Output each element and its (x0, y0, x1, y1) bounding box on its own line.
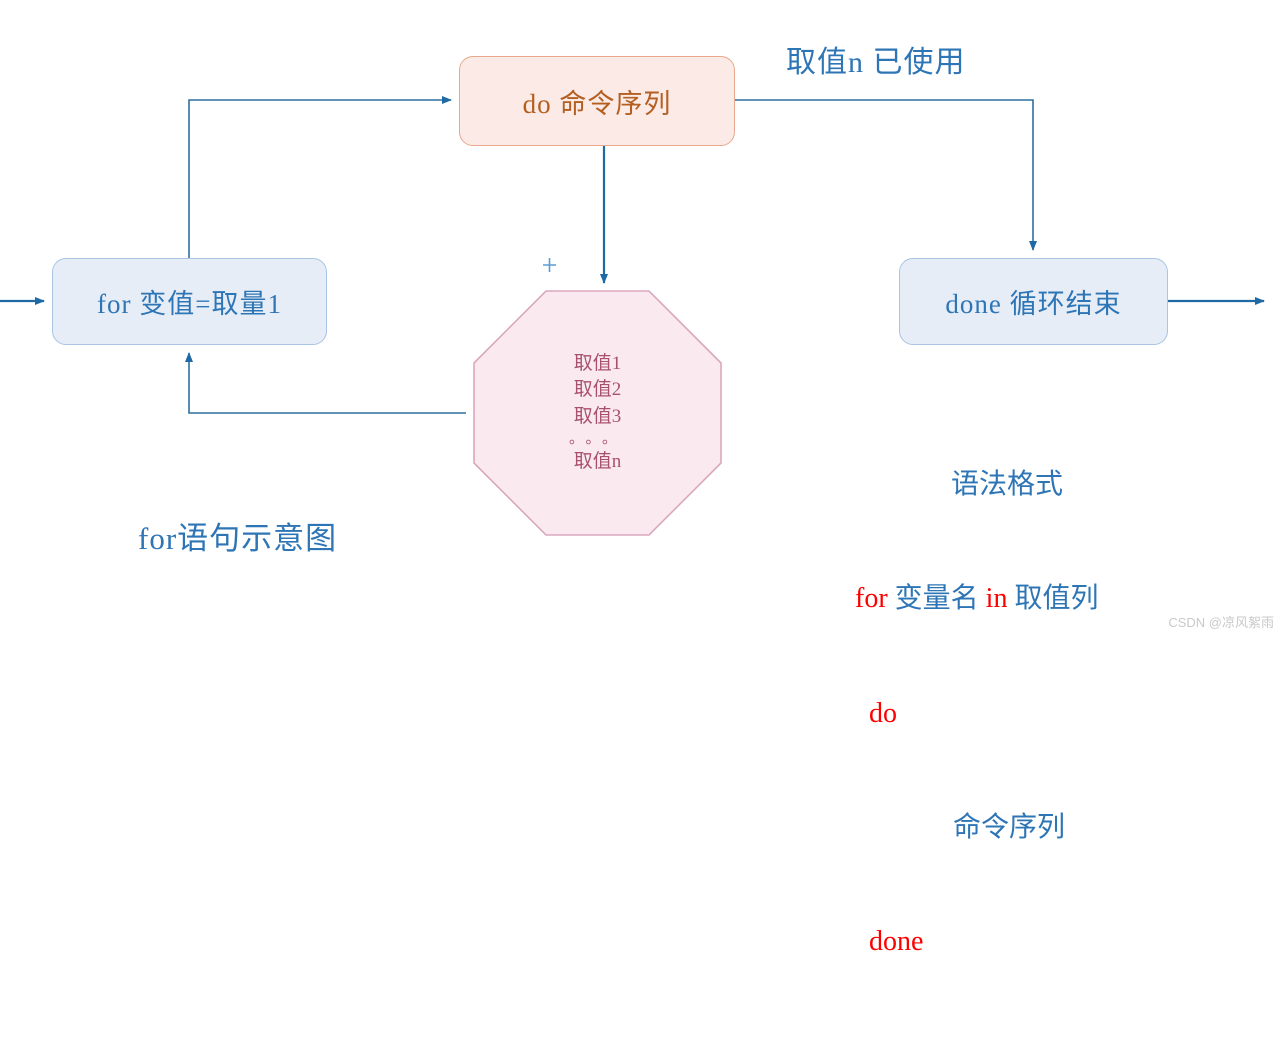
value-ellipsis: 。。。 (568, 430, 626, 447)
node-do-commands[interactable]: do 命令序列 (459, 56, 735, 146)
octagon-shape-icon (473, 290, 722, 536)
connector-for-to-do (188, 96, 452, 258)
diagram-canvas: 取值1 取值2 取值3 。。。 取值n for 变值=取量1 do 命令序列 d… (0, 46, 1274, 957)
node-done-loop-end[interactable]: done 循环结束 (899, 258, 1168, 345)
diagram-title: for语句示意图 (138, 521, 338, 556)
value-list-octagon: 取值1 取值2 取值3 。。。 取值n (473, 290, 722, 536)
syntax-keyword-for: for (855, 583, 888, 615)
syntax-keyword-do: do (869, 697, 897, 729)
connector-valuelist-to-for (185, 352, 466, 414)
node-for-label: for 变值=取量1 (97, 289, 282, 319)
syntax-commands: 命令序列 (953, 811, 1066, 843)
node-do-label: do 命令序列 (522, 88, 672, 119)
syntax-keyword-done: done (869, 926, 924, 958)
syntax-line-for: for 变量名 in 取值列 (855, 580, 1235, 618)
branch-label-values-used: 取值n 已使用 (786, 46, 966, 79)
value-item-3: 取值3 (573, 405, 622, 427)
syntax-keyword-in: in (985, 583, 1008, 615)
syntax-valuelist: 取值列 (1007, 583, 1099, 615)
value-list-text: 取值1 取值2 取值3 。。。 取值n (473, 290, 722, 536)
syntax-format-block: 语法格式 for 变量名 in 取值列 do 命令序列 done (855, 390, 1235, 1037)
connector-do-to-done (735, 99, 1037, 251)
plus-marker-icon (543, 258, 556, 272)
value-item-2: 取值2 (573, 379, 622, 401)
syntax-title: 语法格式 (951, 469, 1064, 501)
watermark: CSDN @凉风絮雨 (1168, 615, 1274, 630)
node-for-statement[interactable]: for 变值=取量1 (52, 258, 327, 345)
connector-layer (0, 96, 1265, 414)
syntax-varname: 变量名 (887, 583, 986, 615)
node-done-label: done 循环结束 (945, 289, 1122, 319)
value-item-1: 取值1 (573, 353, 622, 375)
value-item-n: 取值n (573, 450, 622, 472)
